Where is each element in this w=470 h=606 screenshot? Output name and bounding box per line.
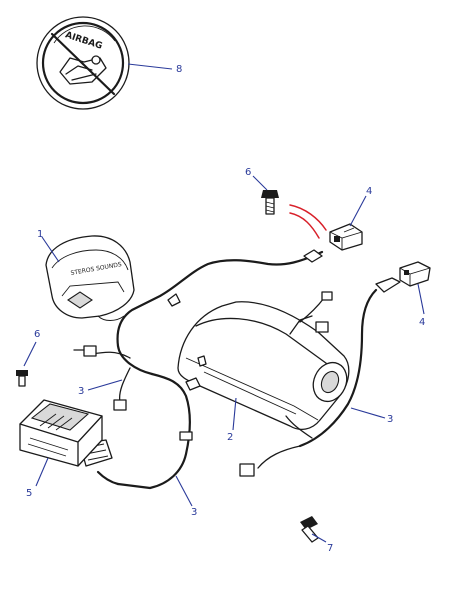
bolt-bottom — [300, 516, 319, 543]
callout-5: 5 — [26, 488, 32, 499]
passenger-airbag-module — [177, 301, 350, 431]
callout-4-top: 4 — [366, 186, 372, 197]
steering-wheel-airbag-module: STEROS SOUNDS — [45, 235, 135, 321]
callout-8: 8 — [176, 64, 182, 75]
airbag-control-module — [19, 399, 103, 467]
callout-6-top: 6 — [245, 167, 251, 178]
bolt-top — [261, 190, 279, 215]
callout-3-bottom: 3 — [191, 507, 197, 518]
airbag-warning-label: AIRBAG — [36, 16, 130, 110]
wiring-harness-right — [239, 288, 378, 477]
callout-6-left: 6 — [34, 329, 40, 340]
sensor-connector-right — [375, 261, 431, 293]
wiring-harness-main — [73, 249, 324, 490]
callout-2: 2 — [227, 432, 233, 443]
callout-7: 7 — [327, 543, 333, 554]
callout-1: 1 — [37, 229, 43, 240]
clock-spring-connector — [329, 223, 363, 251]
callout-3-left: 3 — [78, 386, 84, 397]
airbag-badge-text: AIRBAG — [64, 30, 104, 51]
callout-4-right: 4 — [419, 317, 425, 328]
screw-left — [16, 370, 28, 387]
callout-3-right: 3 — [387, 414, 393, 425]
